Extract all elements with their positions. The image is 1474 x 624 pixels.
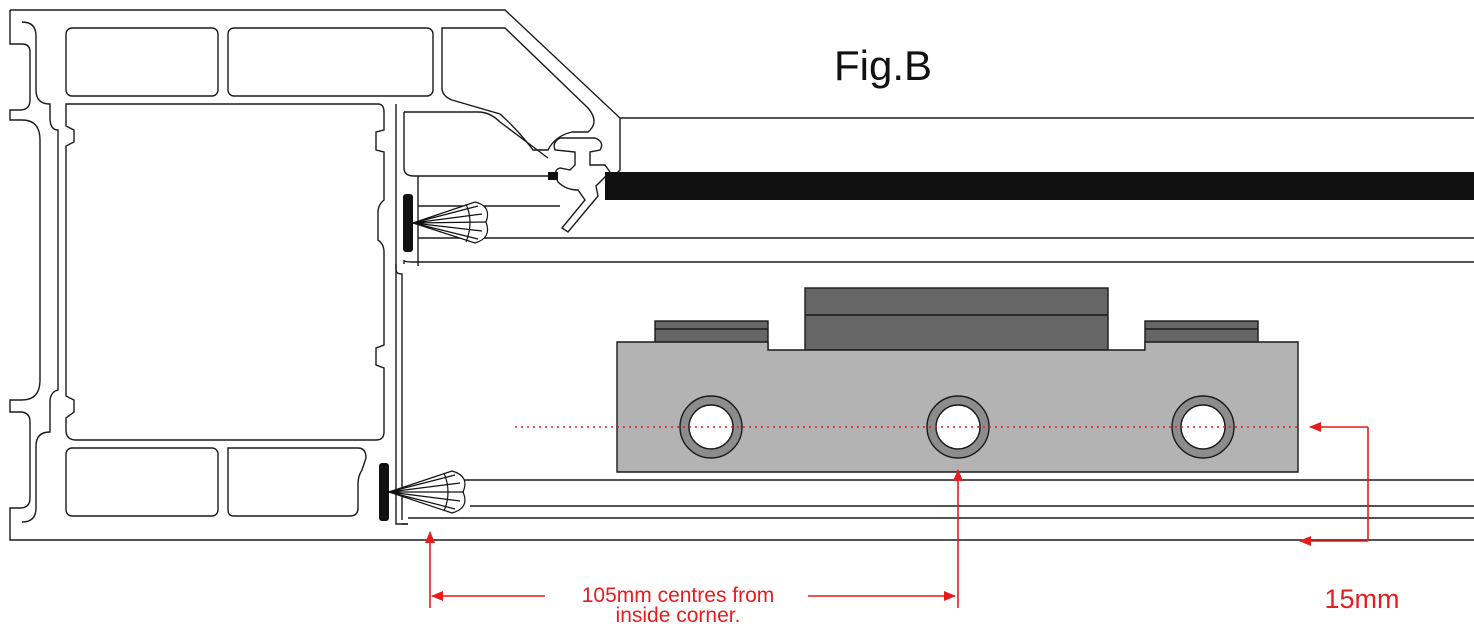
hinge-bracket	[616, 287, 1299, 473]
screw-hole-left	[679, 395, 743, 459]
centres-label-line2: inside corner.	[616, 604, 741, 624]
screw-hole-centre	[926, 395, 990, 459]
dimension-annotations	[425, 422, 1369, 608]
figure-title: Fig.B	[834, 42, 932, 89]
brush-seal-upper	[403, 194, 489, 252]
offset-label: 15mm	[1324, 584, 1399, 614]
glazing-bead-clip	[548, 137, 611, 233]
glazing-pane	[605, 172, 1474, 200]
brush-seal-lower	[379, 463, 466, 521]
centres-label-line1: 105mm centres from	[582, 584, 775, 607]
screw-hole-right	[1171, 395, 1235, 459]
